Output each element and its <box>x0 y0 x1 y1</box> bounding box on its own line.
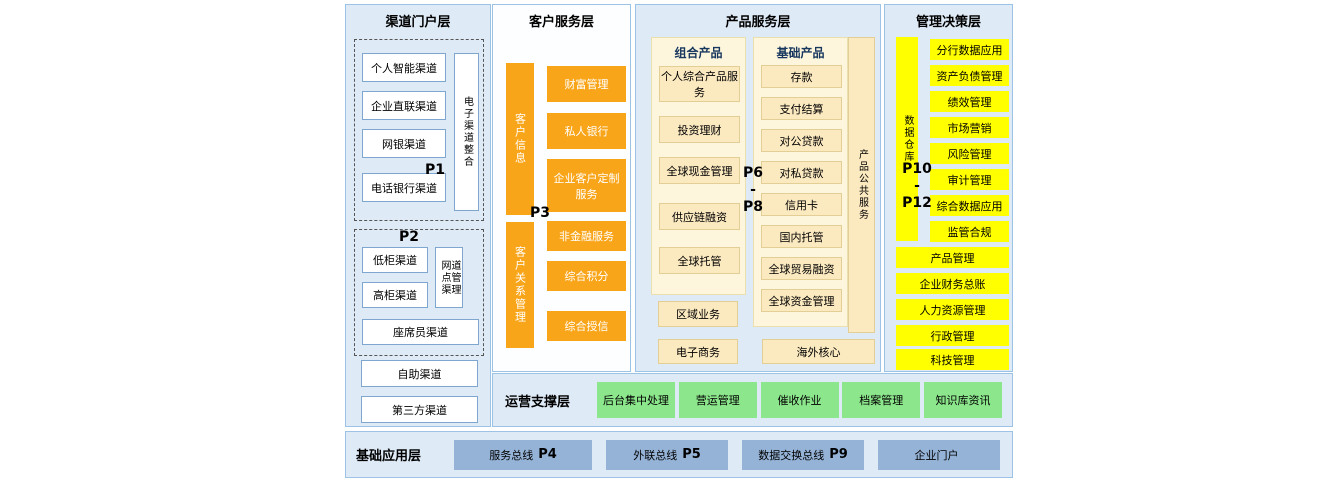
overseas-core-box: 海外核心 <box>762 339 875 364</box>
operation-box: 档案管理 <box>842 382 921 418</box>
data-exchange-bus-label: 数据交换总线 <box>758 448 825 462</box>
p8-label: P8 <box>742 199 763 215</box>
channel-box: 座席员渠道 <box>362 319 479 345</box>
ecommerce-box: 电子商务 <box>658 339 738 364</box>
service-bus-box: 服务总线 P4 <box>454 439 592 470</box>
product-box: 供应链融资 <box>659 203 740 230</box>
p-dash: - <box>750 182 756 198</box>
p4-label: P4 <box>538 447 557 462</box>
channel-box: 低柜渠道 <box>362 247 428 273</box>
channel-box: 网银渠道 <box>362 129 446 158</box>
management-decision-layer-title: 管理决策层 <box>915 15 981 30</box>
customer-service-box: 综合授信 <box>547 311 626 341</box>
regional-business-box: 区域业务 <box>658 301 738 327</box>
operation-box: 知识库资讯 <box>924 382 1002 418</box>
product-box: 对私贷款 <box>761 161 842 184</box>
product-box: 对公贷款 <box>761 129 842 152</box>
channel-box: 企业直联渠道 <box>362 91 446 120</box>
customer-service-box: 非金融服务 <box>547 221 626 251</box>
customer-service-box: 私人银行 <box>547 113 626 149</box>
p10-p12-label: P10 - P12 <box>897 161 937 212</box>
product-box: 全球托管 <box>659 247 740 274</box>
product-public-service-bar: 产品公共服务 <box>848 37 875 333</box>
product-box: 存款 <box>761 65 842 88</box>
management-wide-box: 行政管理 <box>896 325 1009 346</box>
data-exchange-bus-box: 数据交换总线 P9 <box>742 439 864 470</box>
channel-box: 自助渠道 <box>361 360 478 387</box>
management-wide-box: 企业财务总账 <box>896 273 1009 294</box>
product-box: 支付结算 <box>761 97 842 120</box>
customer-service-layer: 客户服务层 客户信息 财富管理 私人银行 企业客户定制服务 P3 客户关系管理 … <box>492 4 631 372</box>
p9-label: P9 <box>829 447 848 462</box>
branch-channel-mgmt-bar: 网点渠道管理 <box>435 247 463 308</box>
branch-channel-group: P2 低柜渠道 高柜渠道 网点渠道管理 座席员渠道 <box>354 229 484 356</box>
operation-box: 后台集中处理 <box>597 382 675 418</box>
management-box: 资产负债管理 <box>930 65 1009 86</box>
bus-box-row: 服务总线 P4 外联总线 P5 数据交换总线 P9 企业门户 <box>454 432 1000 477</box>
external-bus-box: 外联总线 P5 <box>606 439 728 470</box>
channel-portal-layer-title: 渠道门户层 <box>385 15 451 30</box>
management-wide-box: 科技管理 <box>896 349 1009 370</box>
customer-service-box: 财富管理 <box>547 66 626 102</box>
foundation-application-layer: 基础应用层 服务总线 P4 外联总线 P5 数据交换总线 P9 企业门户 <box>345 431 1013 478</box>
management-box: 审计管理 <box>930 169 1009 190</box>
product-box: 个人综合产品服务 <box>659 66 740 102</box>
customer-service-box: 综合积分 <box>547 261 626 291</box>
p-dash: - <box>914 178 920 194</box>
p1-label: P1 <box>425 162 446 178</box>
product-box: 国内托管 <box>761 225 842 248</box>
management-wide-box: 产品管理 <box>896 247 1009 268</box>
operation-box: 营运管理 <box>678 382 757 418</box>
combo-products-title: 组合产品 <box>674 46 723 60</box>
p6-label: P6 <box>742 165 763 181</box>
management-box: 市场营销 <box>930 117 1009 138</box>
p5-label: P5 <box>682 447 701 462</box>
management-box: 监管合规 <box>930 221 1009 242</box>
product-service-layer-title: 产品服务层 <box>725 15 791 30</box>
customer-relation-bar: 客户关系管理 <box>506 222 534 348</box>
channel-box: 第三方渠道 <box>361 396 478 423</box>
customer-service-box: 企业客户定制服务 <box>547 159 626 212</box>
product-box: 全球贸易融资 <box>761 257 842 280</box>
management-wide-box: 人力资源管理 <box>896 299 1009 320</box>
p6-p8-label: P6 - P8 <box>734 165 772 216</box>
management-box: 综合数据应用 <box>930 195 1009 216</box>
p12-label: P12 <box>902 195 932 211</box>
channel-box: 高柜渠道 <box>362 282 428 308</box>
foundation-application-layer-title: 基础应用层 <box>356 449 422 464</box>
management-decision-layer: 管理决策层 数据仓库 分行数据应用 资产负债管理 绩效管理 市场营销 风险管理 … <box>884 4 1013 372</box>
channel-box: 个人智能渠道 <box>362 53 446 82</box>
customer-service-layer-title: 客户服务层 <box>528 15 594 30</box>
product-box: 全球现金管理 <box>659 157 740 184</box>
channel-box: 电话银行渠道 <box>362 173 446 202</box>
enterprise-portal-box: 企业门户 <box>878 439 1000 470</box>
operation-box-row: 后台集中处理 营运管理 催收作业 档案管理 知识库资讯 <box>597 374 1002 426</box>
p10-label: P10 <box>902 161 932 177</box>
basic-products-title: 基础产品 <box>776 46 825 60</box>
management-box: 绩效管理 <box>930 91 1009 112</box>
combo-products-column: 组合产品 个人综合产品服务 投资理财 全球现金管理 供应链融资 全球托管 <box>651 37 746 295</box>
channel-portal-layer: 渠道门户层 个人智能渠道 企业直联渠道 网银渠道 电话银行渠道 电子渠道整合 P… <box>345 4 491 427</box>
basic-products-column: 基础产品 存款 支付结算 对公贷款 对私贷款 信用卡 国内托管 全球贸易融资 全… <box>753 37 848 327</box>
product-box: 信用卡 <box>761 193 842 216</box>
product-box: 全球资金管理 <box>761 289 842 312</box>
operation-box: 催收作业 <box>760 382 839 418</box>
data-warehouse-bar: 数据仓库 <box>896 37 918 241</box>
enterprise-portal-label: 企业门户 <box>914 448 959 462</box>
p3-label: P3 <box>530 205 551 221</box>
operation-support-layer: 运营支撑层 后台集中处理 营运管理 催收作业 档案管理 知识库资讯 <box>492 373 1013 427</box>
p2-label: P2 <box>399 229 420 245</box>
product-box: 投资理财 <box>659 116 740 143</box>
customer-info-bar: 客户信息 <box>506 63 534 215</box>
electronic-channel-group: 个人智能渠道 企业直联渠道 网银渠道 电话银行渠道 电子渠道整合 P1 <box>354 39 484 221</box>
product-service-layer: 产品服务层 组合产品 个人综合产品服务 投资理财 全球现金管理 供应链融资 全球… <box>635 4 881 372</box>
external-bus-label: 外联总线 <box>633 448 678 462</box>
operation-support-layer-title: 运营支撑层 <box>505 394 571 410</box>
management-box: 分行数据应用 <box>930 39 1009 60</box>
service-bus-label: 服务总线 <box>489 448 534 462</box>
management-box: 风险管理 <box>930 143 1009 164</box>
electronic-channel-integration-bar: 电子渠道整合 <box>454 53 479 211</box>
